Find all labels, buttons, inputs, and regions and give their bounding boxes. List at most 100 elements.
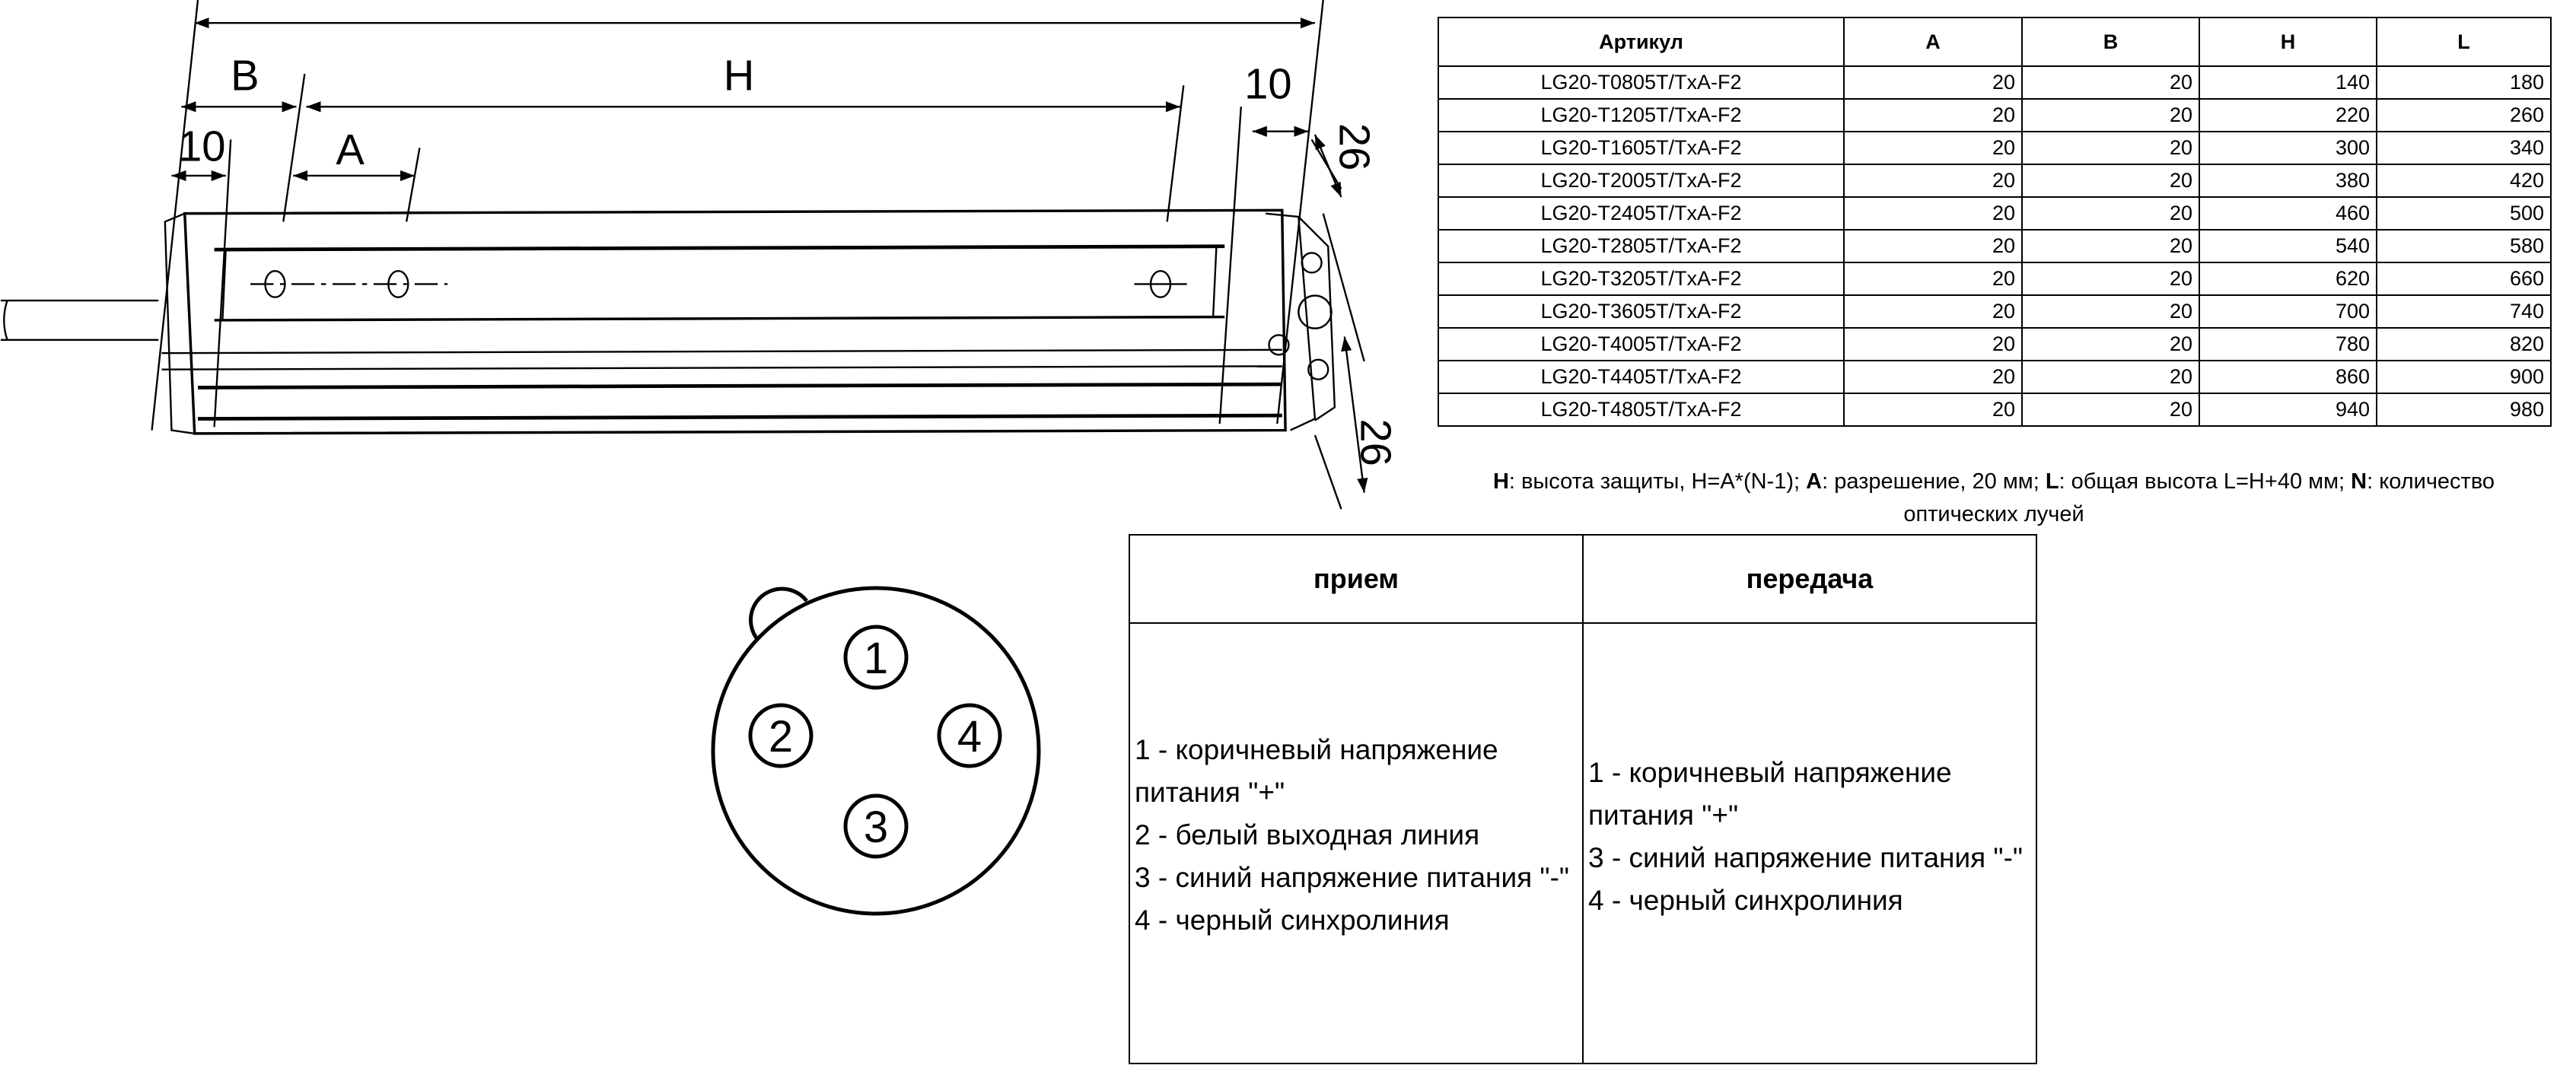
- pin-2-label: 2: [769, 712, 793, 761]
- receiver-wire-1: 1 - коричневый напряжение питания "+": [1135, 734, 1498, 808]
- cell-h: 860: [2199, 360, 2377, 394]
- cell-h: 620: [2199, 262, 2377, 296]
- dim-label-b: B: [231, 52, 259, 100]
- note-key-l: L: [2045, 469, 2059, 494]
- cell-b: 20: [2021, 360, 2200, 394]
- header-receiver: прием: [1129, 534, 1584, 624]
- cell-b: 20: [2021, 65, 2200, 100]
- header-b: B: [2021, 17, 2200, 67]
- cell-a: 20: [1843, 65, 2023, 100]
- cell-b: 20: [2021, 196, 2200, 231]
- header-h: H: [2199, 17, 2377, 67]
- note-text-n: : количество оптических лучей: [1903, 469, 2495, 526]
- cell-a: 20: [1843, 98, 2023, 132]
- cell-a: 20: [1843, 327, 2023, 361]
- cell-l: 820: [2376, 327, 2552, 361]
- light-curtain-dimension-drawing: B H 10 A 10 26 26: [0, 0, 1399, 510]
- note-text-h: : высота защиты, H=A*(N-1);: [1508, 469, 1807, 494]
- cell-b: 20: [2021, 131, 2200, 165]
- cell-b: 20: [2021, 294, 2200, 329]
- cell-l: 580: [2376, 229, 2552, 263]
- dim-label-26-top: 26: [1330, 123, 1378, 170]
- header-a: A: [1843, 17, 2023, 67]
- receiver-wire-4: 4 - черный синхролиния: [1135, 905, 1450, 936]
- cell-article: LG20-T3605T/TxA-F2: [1438, 294, 1845, 329]
- cell-l: 660: [2376, 262, 2552, 296]
- cell-h: 540: [2199, 229, 2377, 263]
- cell-b: 20: [2021, 98, 2200, 132]
- cell-a: 20: [1843, 229, 2023, 263]
- note-key-a: A: [1806, 469, 1823, 494]
- pin-1-label: 1: [864, 634, 888, 683]
- cell-h: 940: [2199, 393, 2377, 427]
- cell-h: 780: [2199, 327, 2377, 361]
- cell-b: 20: [2021, 262, 2200, 296]
- dim-label-h: H: [724, 52, 755, 100]
- transmitter-wire-4: 4 - черный синхролиния: [1588, 885, 1903, 916]
- cell-article: LG20-T2405T/TxA-F2: [1438, 196, 1845, 231]
- note-key-h: H: [1492, 469, 1509, 494]
- cell-l: 980: [2376, 393, 2552, 427]
- cell-a: 20: [1843, 131, 2023, 165]
- header-l: L: [2376, 17, 2552, 67]
- cell-h: 380: [2199, 164, 2377, 198]
- cell-article: LG20-T2005T/TxA-F2: [1438, 164, 1845, 198]
- cell-b: 20: [2021, 393, 2200, 427]
- cell-article: LG20-T4405T/TxA-F2: [1438, 360, 1845, 394]
- cell-l: 500: [2376, 196, 2552, 231]
- cell-h: 300: [2199, 131, 2377, 165]
- cell-article: LG20-T3205T/TxA-F2: [1438, 262, 1845, 296]
- cell-h: 700: [2199, 294, 2377, 329]
- cell-h: 460: [2199, 196, 2377, 231]
- dimension-legend-note: H: высота защиты, H=A*(N-1); A: разрешен…: [1461, 466, 2527, 531]
- transmitter-wiring-cell: 1 - коричневый напряжение питания "+" 3 …: [1582, 622, 2037, 1064]
- cell-article: LG20-T1205T/TxA-F2: [1438, 98, 1845, 132]
- cell-l: 900: [2376, 360, 2552, 394]
- cell-a: 20: [1843, 196, 2023, 231]
- dim-label-right-10: 10: [1244, 60, 1291, 108]
- pin-3-label: 3: [864, 803, 888, 852]
- cell-a: 20: [1843, 393, 2023, 427]
- note-text-l: : общая высота L=H+40 мм;: [2059, 469, 2352, 494]
- note-key-n: N: [2351, 469, 2367, 494]
- connector-pinout-diagram: 1 2 3 4: [711, 586, 1041, 916]
- cell-a: 20: [1843, 262, 2023, 296]
- cell-article: LG20-T4805T/TxA-F2: [1438, 393, 1845, 427]
- dim-label-a: A: [336, 126, 365, 173]
- cell-h: 140: [2199, 65, 2377, 100]
- pin-4-label: 4: [957, 712, 982, 761]
- cell-b: 20: [2021, 229, 2200, 263]
- receiver-wire-3: 3 - синий напряжение питания "-": [1135, 862, 1570, 893]
- cell-a: 20: [1843, 164, 2023, 198]
- cell-article: LG20-T2805T/TxA-F2: [1438, 229, 1845, 263]
- cell-b: 20: [2021, 164, 2200, 198]
- cell-l: 340: [2376, 131, 2552, 165]
- cell-a: 20: [1843, 294, 2023, 329]
- transmitter-wire-3: 3 - синий напряжение питания "-": [1588, 842, 2024, 873]
- cell-l: 420: [2376, 164, 2552, 198]
- cell-l: 260: [2376, 98, 2552, 132]
- cell-h: 220: [2199, 98, 2377, 132]
- wiring-table: прием передача 1 - коричневый напряжение…: [1129, 534, 2037, 1064]
- receiver-wire-2: 2 - белый выходная линия: [1135, 819, 1480, 850]
- cell-article: LG20-T0805T/TxA-F2: [1438, 65, 1845, 100]
- cell-l: 740: [2376, 294, 2552, 329]
- cell-article: LG20-T1605T/TxA-F2: [1438, 131, 1845, 165]
- dim-label-26-bottom: 26: [1352, 418, 1399, 466]
- cell-b: 20: [2021, 327, 2200, 361]
- header-transmitter: передача: [1582, 534, 2037, 624]
- note-text-a: : разрешение, 20 мм;: [1822, 469, 2046, 494]
- table-header-row: Артикул A B H L: [1438, 17, 2552, 67]
